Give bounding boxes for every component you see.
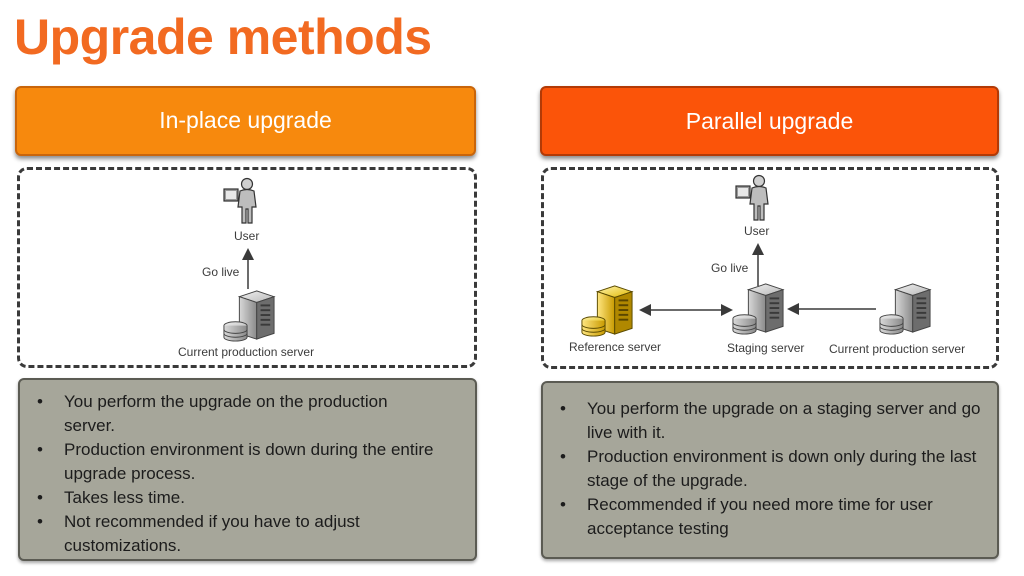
parallel-description: You perform the upgrade on a staging ser… [541,381,999,559]
bullet-item: Not recommended if you have to adjust cu… [37,510,435,558]
user-icon [223,177,263,225]
reference-staging-arrow [639,304,733,316]
parallel-upgrade-header: Parallel upgrade [540,86,999,156]
parallel-bullet-list: You perform the upgrade on a staging ser… [551,397,981,541]
current-production-server-label: Current production server [829,342,966,356]
current-production-server-label: Current production server [178,345,315,359]
go-live-label: Go live [711,261,749,275]
server-icon [731,282,785,336]
parallel-diagram [541,167,999,369]
in-place-upgrade-header: In-place upgrade [15,86,476,156]
user-label: User [744,224,770,238]
parallel-upgrade-header-label: Parallel upgrade [685,107,854,134]
reference-server-icon [580,284,634,338]
go-live-label: Go live [202,265,240,279]
user-icon [735,174,775,222]
staging-server-label: Staging server [727,341,805,355]
in-place-description: You perform the upgrade on the productio… [18,378,477,561]
bullet-item: Production environment is down during th… [37,438,435,486]
in-place-upgrade-header-label: In-place upgrade [159,106,332,133]
bullet-item: You perform the upgrade on a staging ser… [560,397,981,445]
bullet-item: You perform the upgrade on the productio… [37,390,435,438]
bullet-item: Recommended if you need more time for us… [560,493,981,541]
bullet-item: Takes less time. [37,486,435,510]
bullet-item: Production environment is down only duri… [560,445,981,493]
server-icon [878,282,932,336]
user-label: User [234,229,260,243]
production-staging-arrow [787,303,876,315]
go-live-arrow [242,248,254,289]
go-live-arrow [752,243,764,286]
reference-server-label: Reference server [569,340,662,354]
server-icon [222,289,276,343]
page-title: Upgrade methods [14,9,432,65]
in-place-bullet-list: You perform the upgrade on the productio… [28,390,435,558]
